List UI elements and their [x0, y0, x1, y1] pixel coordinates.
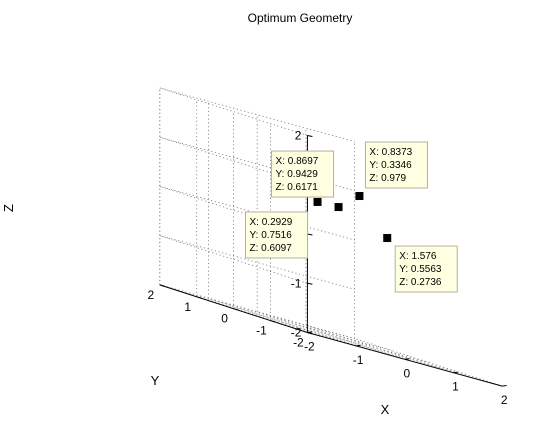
data-point[interactable] — [334, 203, 343, 212]
data-point[interactable] — [355, 192, 364, 201]
grid-line — [159, 87, 355, 142]
x-tick-label: -1 — [353, 353, 364, 367]
x-tick-mark — [356, 344, 361, 347]
z-tick-label: -2 — [291, 326, 302, 340]
data-tip[interactable]: X: 1.576 Y: 0.5563 Z: 0.2736 — [394, 245, 458, 293]
y-tick-mark — [270, 320, 276, 323]
y-tick-label: -1 — [256, 324, 267, 338]
z-tick-label: -1 — [291, 276, 302, 290]
data-tip-line: Z: 0.979 — [369, 173, 406, 184]
data-tip-line: X: 0.2929 — [250, 217, 293, 228]
y-tick-label: -2 — [293, 336, 304, 350]
x-tick-label: 0 — [403, 366, 410, 380]
data-tip-line: Y: 0.3346 — [369, 160, 412, 171]
data-tip-box — [245, 211, 309, 259]
data-point[interactable] — [313, 197, 322, 206]
data-tip-line: Z: 0.6171 — [276, 182, 319, 193]
grid-line — [159, 136, 308, 186]
y-tick-mark — [196, 296, 202, 299]
data-tip-line: Y: 0.7516 — [250, 230, 293, 241]
data-point[interactable] — [383, 234, 392, 243]
grid-line — [270, 320, 466, 375]
data-tip-box — [394, 245, 458, 293]
grid-line — [159, 186, 308, 235]
z-axis-label: Z — [1, 204, 16, 212]
x-tick-mark — [404, 358, 410, 360]
data-points — [313, 192, 392, 243]
y-tick-label: 2 — [147, 288, 154, 302]
chart-title: Optimum Geometry — [248, 11, 353, 25]
data-tip-line: Y: 0.9429 — [276, 169, 319, 180]
y-tick-mark — [233, 308, 239, 311]
z-tick-mark — [307, 135, 313, 137]
x-axis-label: X — [381, 402, 390, 417]
grid-layer — [159, 87, 503, 387]
x-tick-label: 1 — [452, 380, 459, 394]
data-tip-line: X: 0.8697 — [276, 156, 319, 167]
z-tick-mark — [307, 282, 313, 285]
grid-line — [159, 284, 355, 339]
data-tip[interactable]: X: 0.8697 Y: 0.9429 Z: 0.6171 — [271, 150, 335, 198]
grid-line — [257, 311, 405, 360]
x-tick-label: 2 — [501, 393, 508, 407]
y-axis-label: Y — [151, 373, 160, 388]
data-tips[interactable]: X: 0.2929 Y: 0.7516 Z: 0.6097 X: 0.8697 Y: 0… — [245, 141, 458, 293]
data-tip-line: Y: 0.5563 — [399, 264, 442, 275]
y-tick-mark — [159, 284, 165, 287]
grid-line — [159, 186, 355, 241]
grid-line — [233, 308, 429, 363]
grid-line — [208, 297, 357, 347]
z-tick-mark — [307, 332, 313, 334]
data-tip-line: Z: 0.2736 — [399, 277, 442, 288]
data-tip-line: X: 1.576 — [399, 251, 437, 262]
y-tick-label: 0 — [221, 312, 228, 326]
grid-line — [159, 235, 308, 284]
grid-line — [305, 324, 454, 374]
grid-line — [159, 235, 355, 290]
data-tip-line: X: 0.8373 — [369, 147, 412, 158]
data-tip-box — [364, 141, 428, 189]
x-tick-mark — [502, 385, 507, 387]
data-tip[interactable]: X: 0.2929 Y: 0.7516 Z: 0.6097 — [245, 211, 309, 259]
z-tick-label: 2 — [295, 129, 302, 143]
x-tick-mark — [453, 371, 458, 374]
data-tip-box — [271, 150, 335, 198]
grid-line — [159, 87, 308, 136]
data-tip[interactable]: X: 0.8373 Y: 0.3346 Z: 0.979 — [364, 141, 428, 189]
z-tick-mark — [307, 233, 313, 236]
grid-line — [196, 296, 392, 351]
x-tick-label: -2 — [304, 340, 315, 354]
data-tip-line: Z: 0.6097 — [250, 243, 293, 254]
y-tick-label: 1 — [184, 300, 191, 314]
grid-line — [354, 338, 503, 387]
